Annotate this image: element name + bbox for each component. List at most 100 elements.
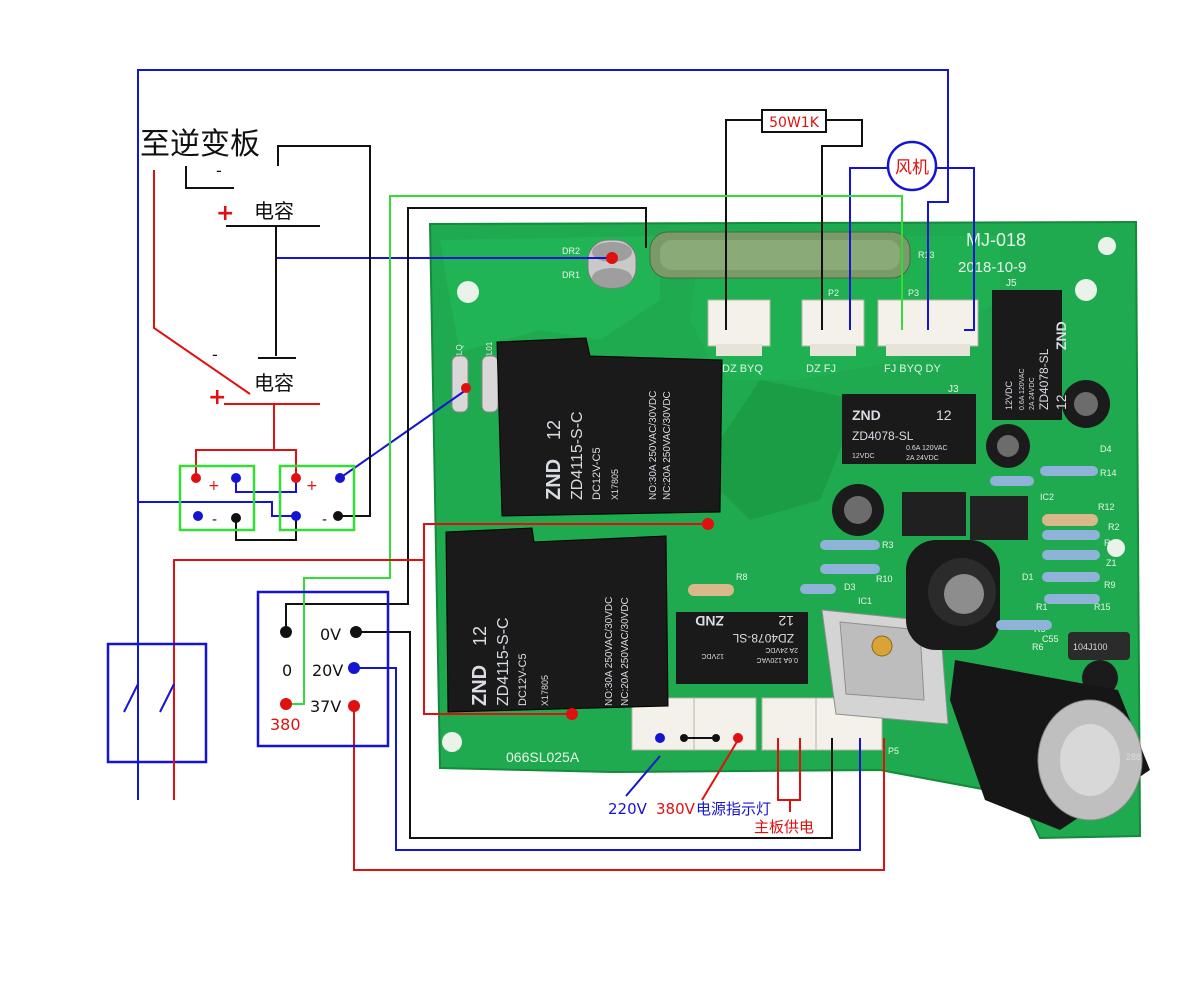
terminal-dot-blue — [231, 473, 241, 483]
wire-black-cap-to-block — [277, 145, 371, 517]
fan-symbol: 风机 — [886, 140, 938, 192]
big-relay-top-no: 12 — [544, 420, 564, 440]
big-relay-bottom-no: 12 — [470, 626, 490, 646]
silk-dr1: DR1 — [562, 270, 580, 280]
small-relay-j5-rating1: 0.6A 120VAC — [1019, 368, 1026, 410]
wire-blue-block-left — [138, 501, 296, 517]
silk-j5: J5 — [1006, 278, 1017, 289]
relay-big-bottom: ZND 12 ZD4115-S-C DC12V-C5 X17805 NO:30A… — [445, 527, 669, 713]
transformer-terminal-0v — [350, 626, 362, 638]
terminal-dot-black — [231, 513, 241, 523]
small-relay-j1-model: ZD4078-SL — [732, 631, 794, 645]
terminal-dot-blue — [335, 473, 345, 483]
wire-green-380 — [286, 195, 903, 705]
top-connectors — [707, 299, 979, 356]
silk-d1: D1 — [1022, 572, 1034, 582]
big-relay-top-code: X17805 — [610, 469, 620, 500]
wires — [137, 69, 975, 871]
terminal-dot-black — [333, 511, 343, 521]
wire-blue-main-loop — [137, 69, 949, 800]
silk-r2: R2 — [1108, 522, 1120, 532]
wire-black-block-bottom — [235, 516, 297, 541]
silk-r3: R3 — [882, 540, 894, 550]
small-relay-j1-rating1: 0.6A 120VAC — [756, 656, 798, 663]
silk-d4: D4 — [1100, 444, 1112, 454]
resistor-label: 50W1K — [769, 115, 820, 131]
block2-minus: - — [322, 512, 327, 528]
small-relay-j1-brand: ZND — [695, 613, 724, 629]
label-to-inverter-board: 至逆变板 — [140, 127, 260, 162]
silk-ic1: IC1 — [858, 596, 872, 606]
transistor — [902, 492, 966, 536]
small-relay-j5-rating2: 2A 24VDC — [1029, 377, 1036, 410]
big-relay-bottom-rating1: NO:30A 250VAC/30VDC — [604, 597, 615, 706]
bottom-annotations: 220V 380V 电源指示灯 主板供电 — [608, 800, 814, 836]
relay-big-top: ZND 12 ZD4115-S-C DC12V-C5 X17805 NO:30A… — [496, 337, 723, 517]
silk-d3: D3 — [844, 582, 856, 592]
terminal-dot-red — [191, 473, 201, 483]
wire-black-resistor-right — [821, 119, 863, 330]
silk-r10: R10 — [876, 574, 893, 584]
small-relay-j3-model: ZD4078-SL — [852, 429, 914, 443]
big-relay-top-rating2: NC:20A 250VAC/30VDC — [662, 391, 673, 500]
label-0v: 0V — [320, 625, 341, 644]
silk-r12: R12 — [1098, 502, 1115, 512]
ic2-chip — [970, 496, 1028, 540]
wire-blue-20v — [354, 667, 861, 851]
main-cap-marking: 288 — [1126, 752, 1141, 762]
cap-top-plus: + — [216, 201, 234, 226]
small-relay-j3-rating1: 0.6A 120VAC — [906, 445, 948, 452]
big-relay-top-brand: ZND — [543, 459, 565, 500]
relay-small-j3: ZND 12 ZD4078-SL 12VDC 0.6A 120VAC 2A 24… — [842, 394, 976, 464]
label-220v: 220V — [608, 800, 648, 818]
big-relay-top-model: ZD4115-S-C — [569, 411, 586, 500]
board-capacitors — [832, 380, 1118, 696]
board-date-text: 2018-10-9 — [958, 259, 1026, 276]
silk-r9: R9 — [1104, 580, 1116, 590]
wire-black-minus-top — [185, 166, 234, 189]
wire-red-380v-pointer — [701, 739, 739, 801]
small-relay-j5-brand: ZND — [1053, 321, 1069, 350]
small-resistors — [688, 466, 1100, 630]
silk-r15: R15 — [1094, 602, 1111, 612]
inductor-marking: 104J100 — [1073, 642, 1108, 652]
switch-box — [106, 642, 208, 800]
small-relay-j5-model: ZD4078-SL — [1037, 348, 1051, 410]
wire-black-0v — [356, 631, 833, 839]
terminal-blocks: + - + - — [178, 464, 356, 532]
block2-plus: + — [306, 478, 318, 494]
transformer-terminal-37v — [348, 700, 360, 712]
relay-small-j1: 0.6A 120VAC 2A 24VDC 12VDC ZD4078-SL 12 … — [676, 612, 808, 684]
label-0: 0 — [282, 661, 292, 680]
silk-r14: R14 — [1100, 468, 1117, 478]
silk-r1: R1 — [1036, 602, 1048, 612]
small-relay-j1-coil: 12VDC — [701, 652, 724, 659]
cap-top-minus: - — [216, 161, 222, 180]
small-relay-j3-rating2: 2A 24VDC — [906, 455, 939, 462]
main-capacitor: 288 — [950, 660, 1150, 830]
silk-fj-byq-dy: FJ BYQ DY — [884, 363, 942, 375]
label-380v: 380V — [656, 800, 696, 818]
terminal-dot-red — [291, 473, 301, 483]
label-37v: 37V — [310, 697, 341, 716]
big-relay-top-rating1: NO:30A 250VAC/30VDC — [648, 391, 659, 500]
capacitor-labels: 至逆变板 - + 电容 - + 电容 — [140, 127, 294, 410]
cap-bottom-minus: - — [212, 345, 218, 364]
small-relay-j3-coil: 12VDC — [852, 453, 875, 460]
small-relay-j5-no: 12 — [1053, 394, 1069, 410]
big-relay-bottom-brand: ZND — [469, 665, 491, 706]
silk-r8: R8 — [736, 572, 748, 582]
silk-c55: C55 — [1042, 634, 1059, 644]
silk-r6: R6 — [1032, 642, 1044, 652]
silk-dz-byq: DZ BYQ — [722, 363, 763, 375]
silk-r4: R4 — [1104, 538, 1116, 548]
wire-red-relay-link — [423, 524, 572, 715]
small-relay-j3-no: 12 — [936, 407, 952, 423]
silk-dr2: DR2 — [562, 246, 580, 256]
silk-p3: P3 — [908, 288, 919, 298]
transformer-terminal-380 — [280, 698, 292, 710]
silk-dz-fj: DZ FJ — [806, 363, 836, 375]
relay-small-j5: 12VDC 0.6A 120VAC 2A 24VDC ZD4078-SL ZND… — [992, 290, 1069, 420]
transformer-terminal-20v — [348, 662, 360, 674]
